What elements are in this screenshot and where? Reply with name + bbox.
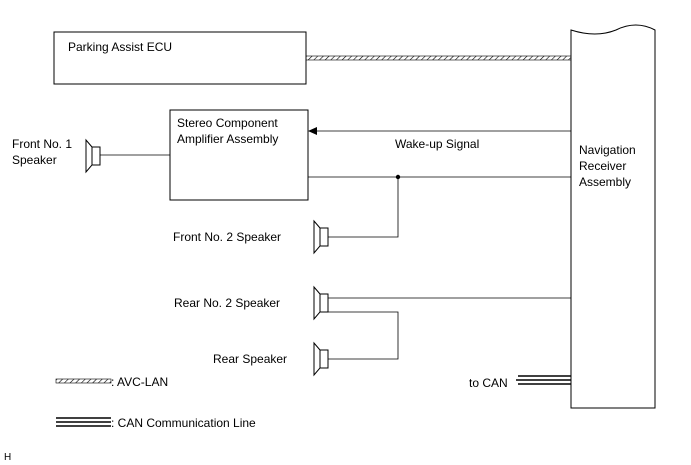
amplifier-label-line2: Amplifier Assembly <box>177 132 278 146</box>
front-no1-speaker-icon <box>85 138 101 174</box>
rear-speaker-label: Rear Speaker <box>213 352 287 366</box>
navigation-receiver-box <box>570 24 656 409</box>
front-no2-label: Front No. 2 Speaker <box>173 230 281 244</box>
wake-up-arrow-head <box>308 127 317 135</box>
rear-no2-speaker-icon <box>313 285 329 321</box>
front-no2-speaker-icon <box>313 219 329 255</box>
rear-link-wire <box>328 311 399 360</box>
front-no1-label-line1: Front No. 1 <box>12 137 72 151</box>
legend-avc-lan-swatch <box>55 378 112 384</box>
legend-can-swatch <box>56 417 111 427</box>
legend-avc-lan-label: : AVC-LAN <box>111 375 168 389</box>
rear-no2-label: Rear No. 2 Speaker <box>174 296 280 310</box>
to-can-label: to CAN <box>469 376 508 390</box>
front-no1-label-line2: Speaker <box>12 153 57 167</box>
avc-lan-line <box>305 55 572 61</box>
navigation-label-line2: Receiver <box>579 159 626 173</box>
navigation-label-line1: Navigation <box>579 143 636 157</box>
amplifier-label-line1: Stereo Component <box>177 116 278 130</box>
wake-up-signal-label: Wake-up Signal <box>395 137 479 151</box>
front-no2-wire <box>328 177 399 238</box>
can-bus-lines <box>515 375 571 385</box>
parking-assist-ecu-label: Parking Assist ECU <box>68 40 172 54</box>
rear-speaker-icon <box>313 341 329 377</box>
legend-can-label: : CAN Communication Line <box>111 416 256 430</box>
corner-mark: H <box>4 452 11 463</box>
navigation-label-line3: Assembly <box>579 175 631 189</box>
